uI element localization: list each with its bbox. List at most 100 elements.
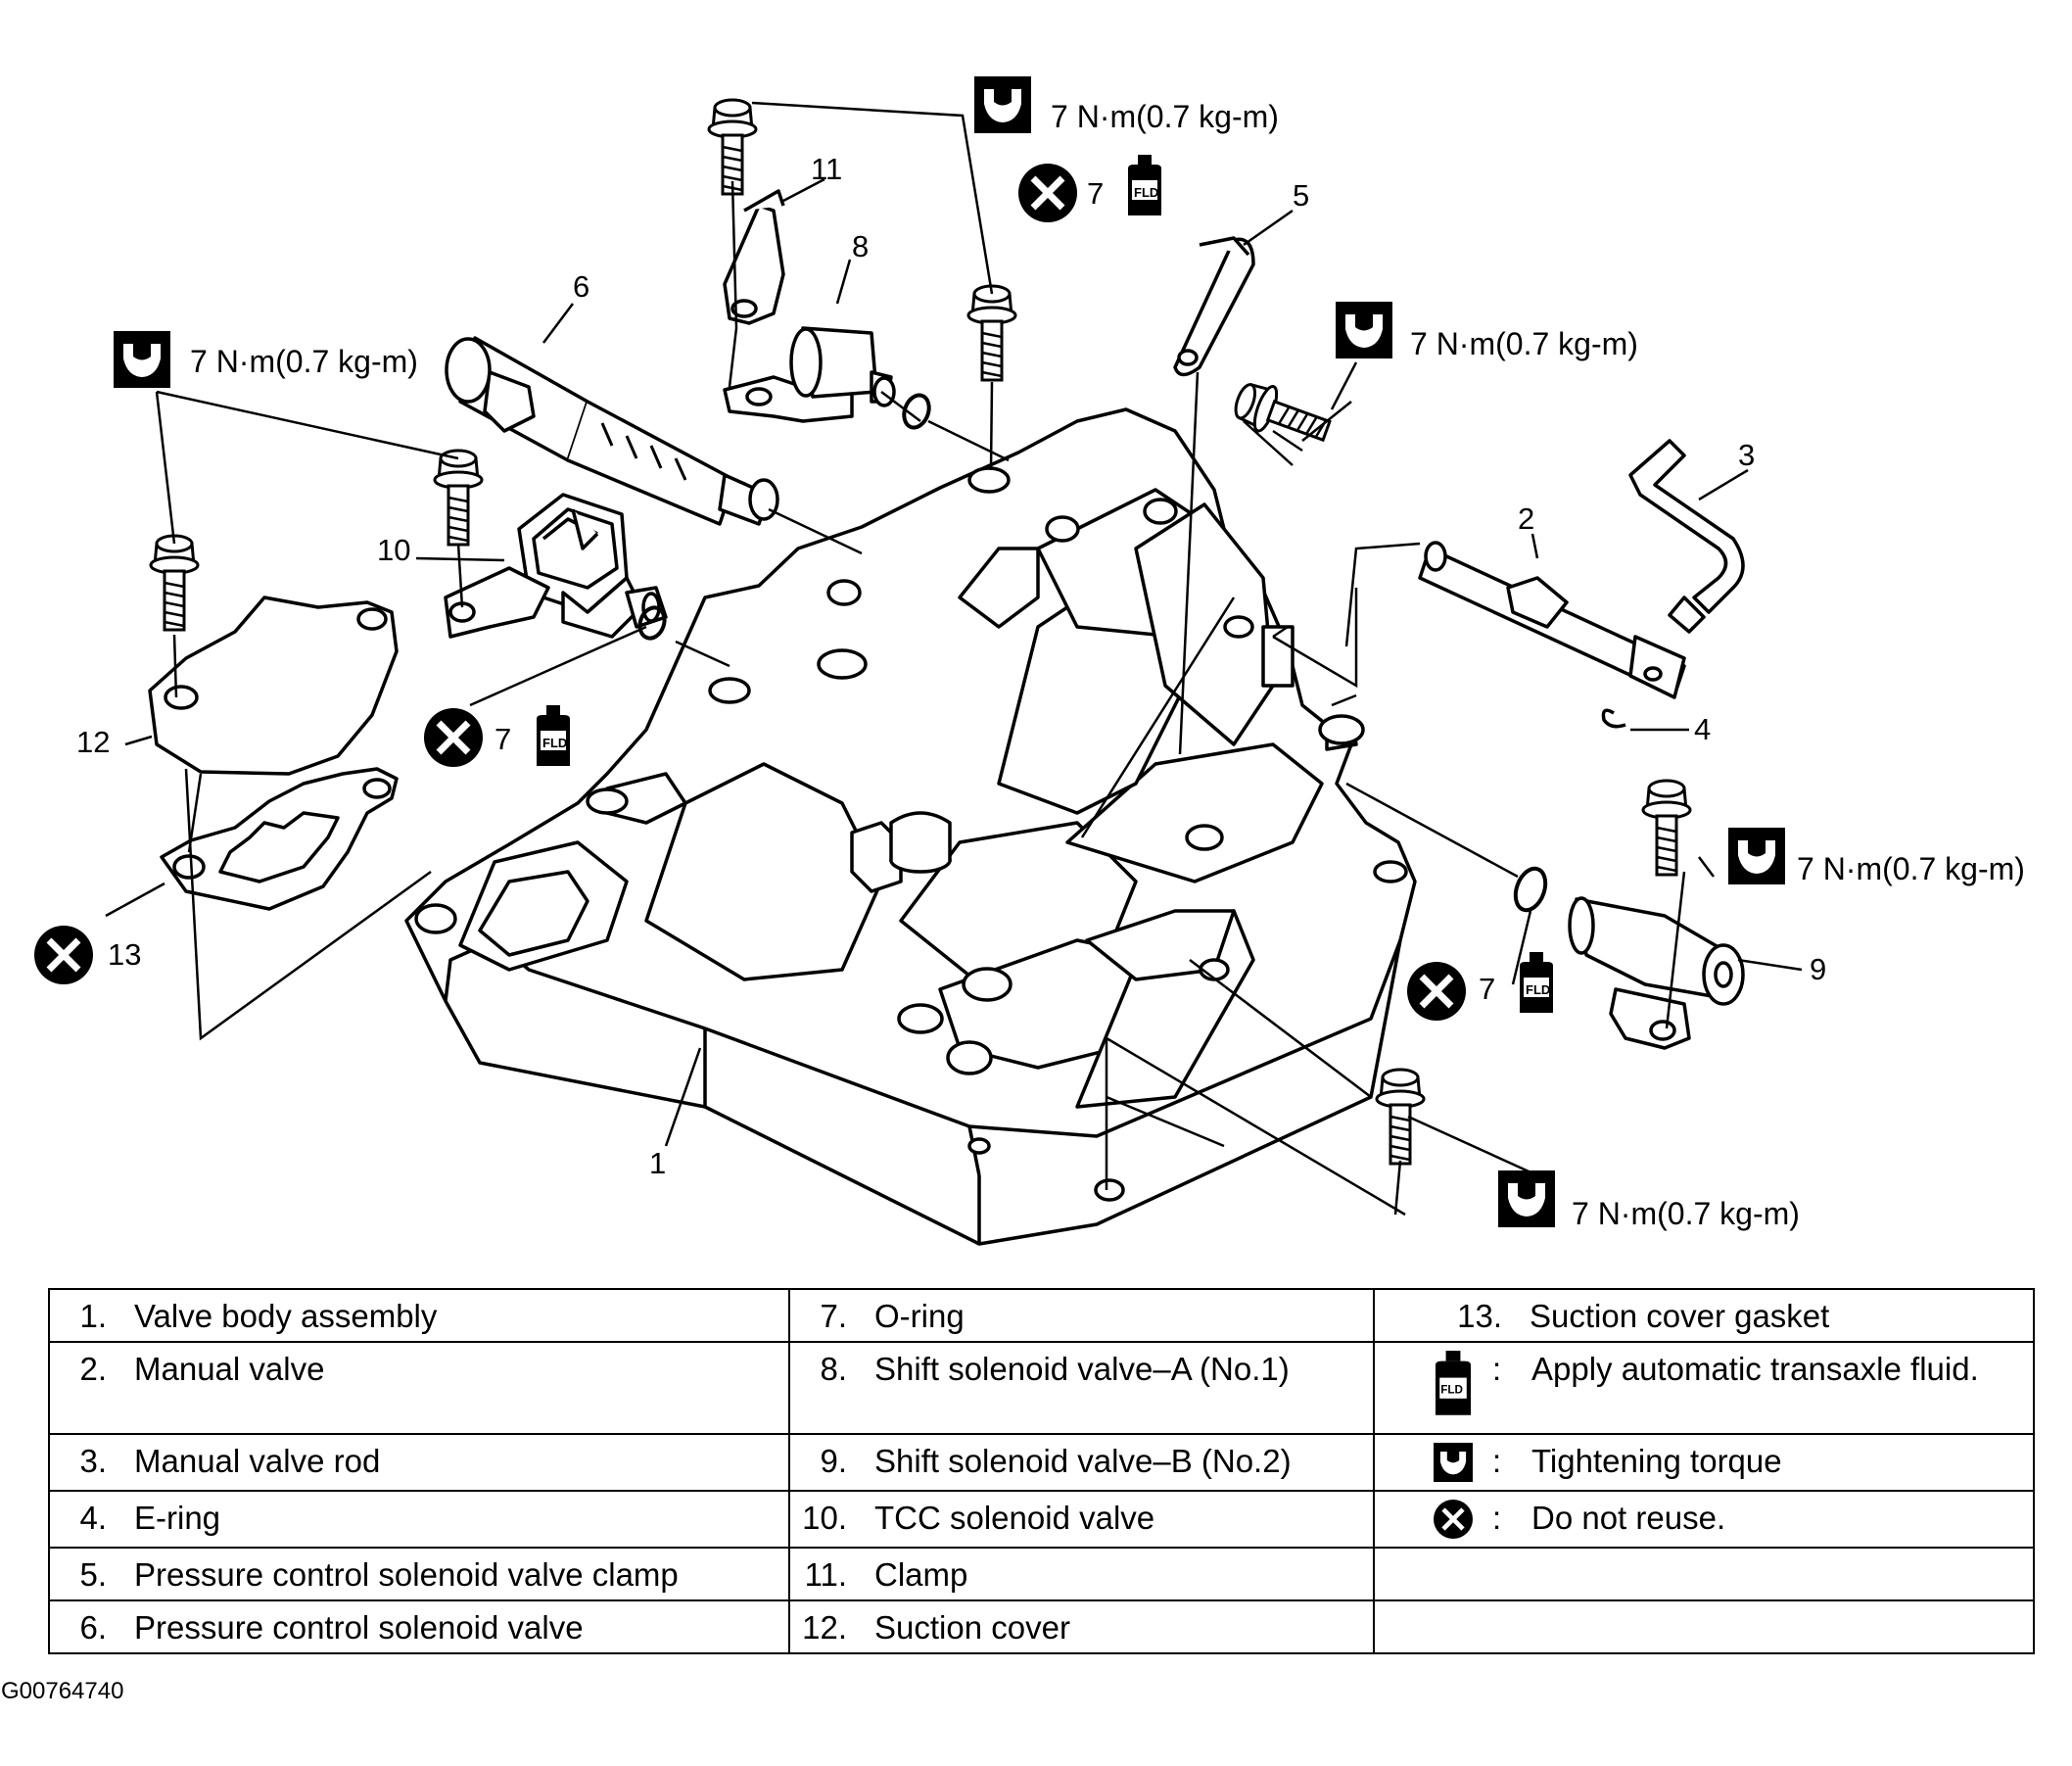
figure-id: G00764740 [1, 1678, 124, 1704]
part-cell: 12. Suction cover [788, 1599, 1375, 1654]
fld-label: FLD [542, 736, 567, 750]
callout-8: 8 [852, 229, 869, 263]
part-cell: 4. E-ring [48, 1490, 790, 1549]
pressure-control-solenoid-clamp [1173, 236, 1255, 377]
clamp [723, 189, 785, 325]
legend-label: Tightening torque [1531, 1443, 1782, 1479]
part-label: Shift solenoid valve–B (No.2) [874, 1443, 1292, 1479]
parts-legend-table: 1. Valve body assembly 7. O-ring 13. Suctio… [48, 1288, 2035, 1654]
torque-wrench-icon [1414, 1443, 1492, 1490]
empty-cell [1373, 1599, 2035, 1654]
o-rings [637, 393, 1548, 913]
part-cell: 5.Pressure control solenoid valve clamp [48, 1547, 790, 1601]
torque-spec-text: 7 N·m(0.7 kg-m) [1051, 99, 1279, 134]
callout-1: 1 [649, 1146, 666, 1180]
torque-wrench-icon [1728, 828, 1785, 884]
manual-valve [1418, 541, 1686, 699]
part-cell: 10. TCC solenoid valve [788, 1490, 1375, 1549]
tcc-solenoid-valve [444, 493, 668, 639]
valve-body-exploded-diagram: 1 2 3 4 5 6 7 7 7 8 9 10 11 12 13 7 N·m(… [0, 76, 2025, 1246]
torque-wrench-icon [1336, 302, 1392, 358]
part-label: Suction cover [874, 1609, 1070, 1646]
part-number: 11. [804, 1556, 847, 1593]
part-label: Manual valve rod [134, 1443, 381, 1479]
torque-spec-text: 7 N·m(0.7 kg-m) [190, 344, 418, 379]
pressure-control-solenoid-valve [445, 336, 779, 526]
part-number: 13. [1457, 1298, 1502, 1334]
shift-solenoid-valve-a [723, 326, 896, 423]
callout-7b: 7 [494, 722, 511, 756]
legend-cell: FLD : Apply automatic transaxle fluid. [1373, 1341, 2035, 1435]
part-label: Shift solenoid valve–A (No.1) [874, 1351, 1290, 1387]
part-label: Manual valve [134, 1351, 325, 1387]
part-number: 12. [802, 1609, 847, 1646]
part-cell: 8. Shift solenoid valve–A (No.1) [788, 1341, 1375, 1435]
part-label: Clamp [874, 1556, 968, 1593]
fld-label: FLD [1526, 982, 1550, 997]
torque-specs: 7 N·m(0.7 kg-m) 7 N·m(0.7 kg-m) 7 N·m(0.… [114, 76, 2025, 1231]
legend-cell: : Do not reuse. [1373, 1490, 2035, 1549]
fld-label: FLD [1440, 1383, 1463, 1396]
callout-7a: 7 [1087, 176, 1104, 211]
torque-wrench-icon [1498, 1170, 1555, 1227]
valve-body-assembly [404, 407, 1417, 1246]
shift-solenoid-valve-b [1568, 896, 1745, 1050]
do-not-reuse-icon [34, 926, 93, 984]
part-number: 7. [820, 1298, 847, 1334]
part-cell: 13. Suction cover gasket [1373, 1288, 2035, 1343]
do-not-reuse-icon [1407, 962, 1466, 1021]
part-number: 8. [820, 1351, 847, 1387]
part-cell: 7. O-ring [788, 1288, 1375, 1343]
do-not-reuse-icon [1018, 164, 1077, 222]
part-number: 10. [802, 1500, 847, 1536]
part-number: 4. [79, 1500, 107, 1536]
legend-cell: : Tightening torque [1373, 1433, 2035, 1492]
callout-5: 5 [1293, 178, 1309, 213]
part-label: Pressure control solenoid valve [134, 1609, 584, 1646]
callout-6: 6 [573, 269, 589, 304]
part-number: 6. [79, 1609, 107, 1646]
torque-spec-text: 7 N·m(0.7 kg-m) [1572, 1196, 1800, 1231]
part-label: E-ring [134, 1500, 221, 1536]
torque-spec-text: 7 N·m(0.7 kg-m) [1797, 851, 2025, 886]
do-not-reuse-icon [1414, 1500, 1492, 1547]
callout-lines [105, 177, 1803, 1147]
part-label: O-ring [874, 1298, 965, 1334]
callout-7c: 7 [1479, 972, 1495, 1006]
part-number: 1. [79, 1298, 107, 1334]
leader-lines [155, 101, 1686, 1217]
part-number: 9. [820, 1443, 847, 1479]
callout-3: 3 [1738, 438, 1755, 472]
torque-wrench-icon [974, 76, 1031, 133]
part-number: 5. [79, 1556, 107, 1593]
empty-cell [1373, 1547, 2035, 1601]
part-cell: 11. Clamp [788, 1547, 1375, 1601]
fluid-bottle-icon: FLD [1414, 1351, 1492, 1427]
part-label: Valve body assembly [134, 1298, 438, 1334]
part-cell: 6. Pressure control solenoid valve [48, 1599, 790, 1654]
part-cell: 9. Shift solenoid valve–B (No.2) [788, 1433, 1375, 1492]
suction-cover-gasket [160, 767, 399, 911]
manual-valve-rod [1628, 439, 1745, 634]
part-cell: 2.Manual valve [48, 1341, 790, 1435]
torque-wrench-icon [114, 331, 170, 388]
e-ring [1601, 708, 1626, 729]
part-number: 3. [79, 1443, 107, 1479]
callout-2: 2 [1518, 501, 1534, 536]
callout-numbers: 1 2 3 4 5 6 7 7 7 8 9 10 11 12 13 [76, 152, 1826, 1180]
callout-9: 9 [1810, 952, 1826, 986]
torque-spec-text: 7 N·m(0.7 kg-m) [1410, 326, 1638, 361]
part-label: TCC solenoid valve [874, 1500, 1155, 1536]
legend-colon: : [1492, 1500, 1502, 1536]
callout-11: 11 [811, 152, 842, 186]
part-label: Suction cover gasket [1530, 1298, 1830, 1334]
legend-colon: : [1492, 1351, 1502, 1387]
reuse-and-fluid-markers: FLD FLD FLD [34, 155, 1553, 1021]
legend-label: Apply automatic transaxle fluid. [1531, 1351, 1979, 1387]
callout-4: 4 [1694, 712, 1711, 746]
legend-label: Do not reuse. [1531, 1500, 1726, 1536]
callout-10: 10 [377, 533, 410, 567]
callout-13: 13 [108, 937, 141, 972]
legend-colon: : [1492, 1443, 1502, 1479]
part-cell: 1. Valve body assembly [48, 1288, 790, 1343]
